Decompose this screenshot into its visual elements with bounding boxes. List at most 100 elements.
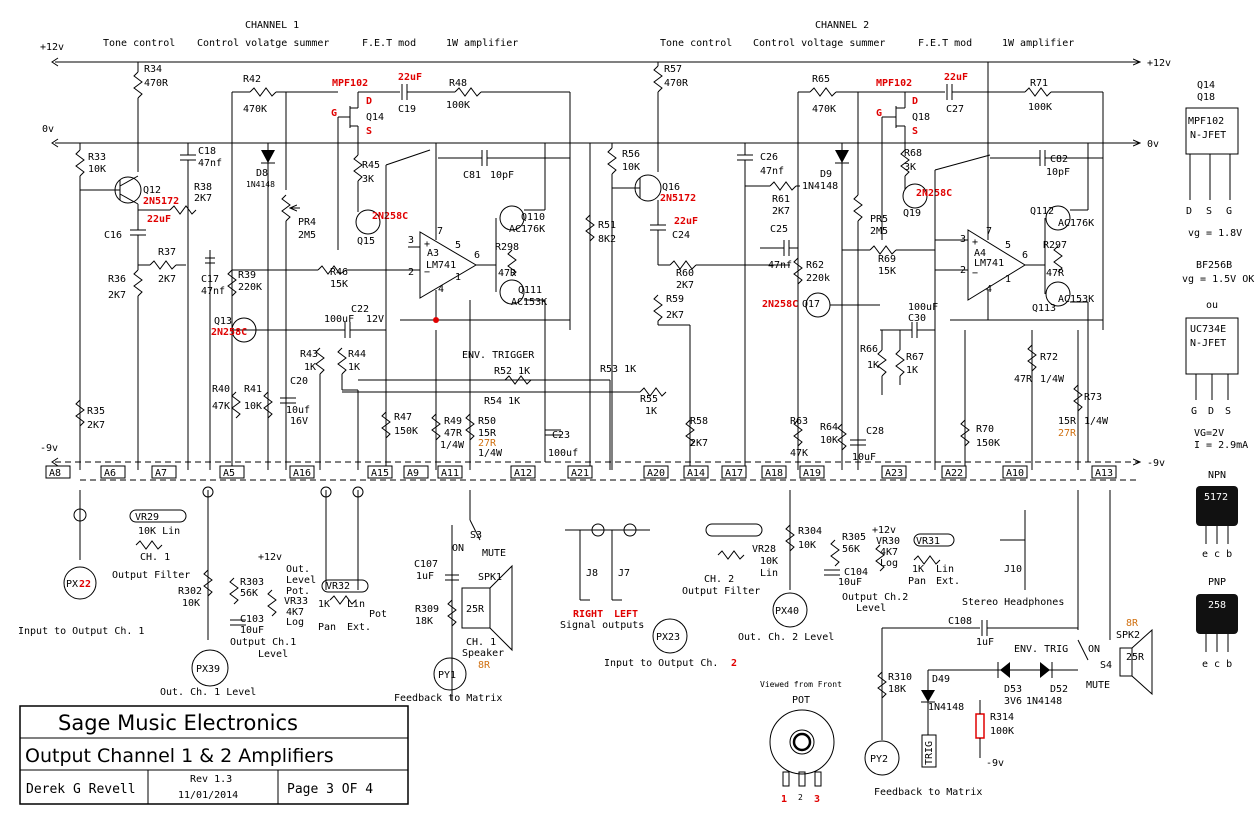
r302-label: R302 (178, 586, 202, 597)
r41-label: R41 (244, 384, 262, 395)
q18-s: S (912, 126, 918, 137)
r58-value: 2K7 (690, 438, 708, 449)
vr31-ext: Ext. (936, 576, 960, 587)
connector-label: A22 (945, 468, 963, 479)
vr32-pot: Pot (369, 609, 387, 620)
c20-label: C20 (290, 376, 308, 387)
r41-value: 10K (244, 401, 262, 412)
a4-label: A4 (974, 248, 986, 259)
rail-neg9-left: -9v (40, 443, 58, 454)
r45-label: R45 (362, 160, 380, 171)
r37-value: 2K7 (158, 274, 176, 285)
a3-plus: + (424, 239, 430, 250)
py2-caption: Feedback to Matrix (874, 787, 982, 798)
r37-label: R37 (158, 247, 176, 258)
legend-q14: Q14 (1197, 80, 1215, 91)
c26-value: 47nf (760, 166, 784, 177)
r47-label: R47 (394, 412, 412, 423)
r64-label: R64 (820, 422, 838, 433)
pnp-chip (1196, 594, 1238, 634)
connector-box (941, 465, 967, 479)
a3-pin5: 5 (455, 240, 461, 251)
jfet-box (1185, 107, 1239, 155)
vr30-plus12: +12v (872, 525, 896, 536)
r66-label: R66 (860, 344, 878, 355)
signal-outputs: Signal outputs (560, 620, 644, 631)
connector-label: A20 (647, 468, 665, 479)
d52-type: 1N4148 (1026, 696, 1062, 707)
ch2-amp-label: 1W amplifier (1002, 38, 1074, 49)
d9-type: 1N4148 (802, 181, 838, 192)
q111-label: Q111 (518, 285, 542, 296)
r47-value: 150K (394, 426, 418, 437)
vr31-pan: Pan (908, 576, 926, 587)
r66-value: 1K (867, 360, 879, 371)
ch2-title: CHANNEL 2 (815, 20, 869, 31)
r314-value: 100K (990, 726, 1014, 737)
sheet-title: Output Channel 1 & 2 Amplifiers (25, 745, 334, 767)
r304-label: R304 (798, 526, 822, 537)
r48-label: R48 (449, 78, 467, 89)
legend-ecb1: e c b (1202, 549, 1232, 560)
s4-mute: MUTE (1086, 680, 1110, 691)
r39-value: 220K (238, 282, 262, 293)
connector-label: A19 (803, 468, 821, 479)
legend-g2: G (1191, 406, 1197, 417)
legend-s: S (1206, 206, 1212, 217)
connector-label: A7 (155, 468, 167, 479)
c103-label: C103 (240, 614, 264, 625)
page-number: Page 3 OF 4 (287, 782, 373, 797)
connector-box (45, 465, 71, 479)
s3-on: ON (452, 543, 464, 554)
c25-value: 47nf (768, 260, 792, 271)
a3-pin4: 4 (438, 284, 444, 295)
q112-label: Q112 (1030, 206, 1054, 217)
spk2-value: 25R (1126, 652, 1145, 663)
trig-label: TRIG (924, 741, 935, 765)
px39-label: PX39 (196, 664, 220, 675)
c107-value: 1uF (416, 571, 434, 582)
legend-ou: ou (1206, 300, 1218, 311)
r38-value: 2K7 (194, 193, 212, 204)
r50-label: R50 (478, 416, 496, 427)
r63-label: R63 (790, 416, 808, 427)
px22-number: 22 (79, 579, 91, 590)
legend-d2: D (1208, 406, 1214, 417)
spk2-label: SPK2 (1116, 630, 1140, 641)
connector-box (289, 465, 315, 479)
vr32-pan: Pan (318, 622, 336, 633)
r46-value: 15K (330, 279, 348, 290)
s4-on: ON (1088, 644, 1100, 655)
r51-value: 8K2 (598, 234, 616, 245)
pot-caption: Viewed from Front (760, 680, 842, 689)
c108-value: 1uF (976, 637, 994, 648)
r69-value: 15K (878, 266, 896, 277)
connector-box (437, 465, 463, 479)
r70-value: 150K (976, 438, 1000, 449)
r73-alt: 27R (1058, 428, 1077, 439)
legend-vg1: vg = 1.8V (1188, 228, 1242, 239)
r72-power: 1/4W (1040, 374, 1065, 385)
r68-label: R68 (904, 148, 922, 159)
r49-value: 47R (444, 428, 463, 439)
r305-value: 56K (842, 544, 860, 555)
vr33-out: Out. (286, 564, 310, 575)
connector-label: A9 (407, 468, 419, 479)
c22-voltage: 12V (366, 314, 384, 325)
legend-ecb2: e c b (1202, 659, 1232, 670)
a3-minus: − (424, 267, 430, 278)
channel-headers: CHANNEL 1 Tone control Control volatge s… (103, 20, 1074, 49)
vr33-pot: Pot. (286, 586, 310, 597)
q18-g: G (876, 108, 882, 119)
legend-mpf: MPF102 (1188, 116, 1224, 127)
connector-label: A23 (885, 468, 903, 479)
q113-label: Q113 (1032, 303, 1056, 314)
legend-uc: UC734E (1190, 324, 1226, 335)
r59-label: R59 (666, 294, 684, 305)
d53-label: D53 (1004, 684, 1022, 695)
c104-value: 10uF (838, 577, 862, 588)
q110-type: AC176K (509, 224, 545, 235)
right-label: RIGHT (573, 609, 603, 620)
a4-plus: + (972, 237, 978, 248)
